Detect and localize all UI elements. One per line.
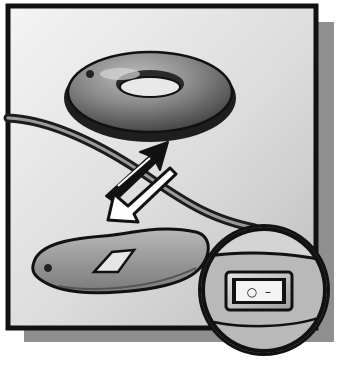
switch-off-symbol: ○ — [247, 285, 257, 299]
valve-dot — [86, 70, 94, 78]
switch-on-symbol: – — [265, 285, 271, 299]
inflated-ring — [64, 52, 236, 142]
